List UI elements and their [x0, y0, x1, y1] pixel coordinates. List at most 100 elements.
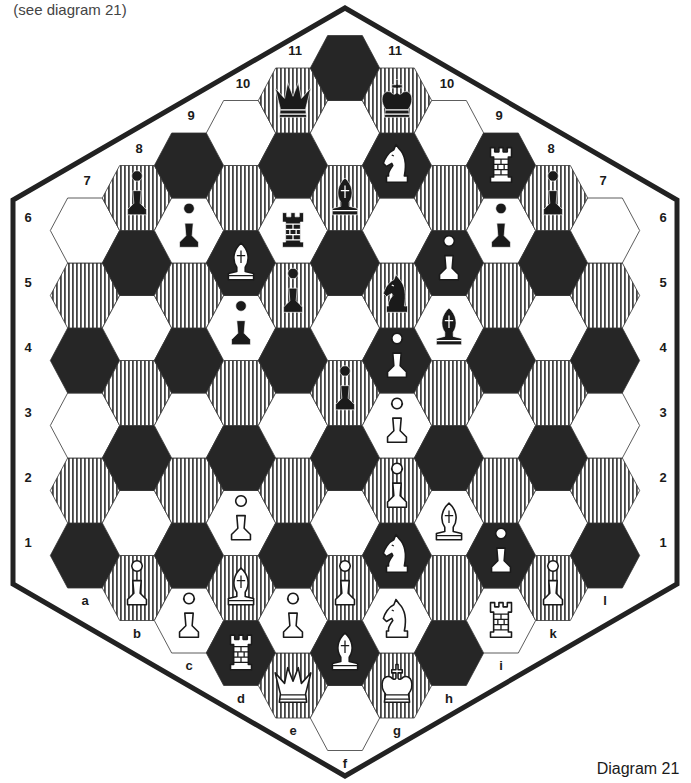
rank-number: 2 [24, 470, 31, 483]
chess-piece [382, 665, 412, 703]
piece-body [388, 398, 407, 442]
chess-piece [275, 83, 311, 118]
piece-detail [332, 640, 357, 665]
file-letter: g [393, 724, 401, 737]
chess-piece [544, 561, 563, 605]
chess-piece [284, 268, 303, 312]
piece-body [284, 268, 303, 312]
chess-piece [383, 600, 407, 638]
rank-number: 5 [24, 275, 31, 288]
chess-piece [231, 635, 252, 670]
rank-number: 11 [388, 44, 402, 57]
chess-piece [283, 213, 304, 248]
chess-piece [388, 398, 407, 442]
rank-number: 4 [24, 340, 31, 353]
file-letter: a [81, 594, 88, 607]
chess-piece [382, 80, 412, 118]
piece-body [382, 80, 412, 118]
chess-piece [336, 561, 355, 605]
board-cell [570, 393, 639, 458]
chess-piece [383, 275, 407, 313]
chess-piece [436, 503, 461, 540]
piece-body [491, 603, 512, 638]
piece-body [283, 213, 304, 248]
diagram-caption: Diagram 21 [597, 761, 680, 777]
piece-detail [279, 110, 306, 114]
board-cell [570, 458, 639, 523]
chess-piece [383, 535, 407, 573]
file-letter: i [499, 659, 503, 672]
piece-body [232, 496, 251, 540]
chess-piece [228, 568, 253, 605]
chess-piece [336, 366, 355, 410]
piece-body [440, 236, 459, 280]
board-border [13, 8, 677, 776]
rank-number: 8 [547, 141, 554, 154]
rank-number: 4 [659, 340, 666, 353]
file-letter: f [343, 756, 347, 769]
rank-number: 11 [288, 44, 302, 57]
chess-piece [388, 463, 407, 507]
board-cells [50, 36, 639, 751]
rank-number: 10 [236, 76, 250, 89]
board-cell [570, 328, 639, 393]
piece-body [336, 366, 355, 410]
piece-body [544, 561, 563, 605]
piece-body [275, 668, 311, 703]
piece-body [383, 145, 407, 183]
chess-piece [180, 203, 199, 247]
piece-body [128, 561, 147, 605]
rank-number: 9 [495, 109, 502, 122]
rank-number: 1 [659, 535, 666, 548]
chess-piece [275, 668, 311, 703]
rank-number: 9 [187, 109, 194, 122]
file-letter: e [289, 724, 296, 737]
file-letter: l [603, 594, 607, 607]
piece-body [275, 83, 311, 118]
piece-detail [228, 250, 253, 275]
chess-piece [383, 145, 407, 183]
file-letter: b [133, 626, 141, 639]
piece-body [491, 148, 512, 183]
chess-piece [491, 603, 512, 638]
chess-piece [232, 496, 251, 540]
chess-piece [388, 333, 407, 377]
rank-number: 6 [24, 210, 31, 223]
piece-detail [384, 110, 409, 114]
chess-piece [228, 243, 253, 280]
piece-body [231, 635, 252, 670]
chess-piece [491, 148, 512, 183]
piece-body [436, 308, 461, 345]
piece-body [388, 463, 407, 507]
rank-number: 3 [659, 405, 666, 418]
file-letter: d [237, 691, 245, 704]
board-cell [570, 263, 639, 328]
piece-detail [392, 155, 394, 156]
piece-body [492, 528, 511, 572]
file-letter: c [185, 659, 192, 672]
piece-detail [436, 315, 461, 340]
piece-detail [332, 185, 357, 210]
chess-piece [128, 561, 147, 605]
rank-number: 10 [440, 76, 454, 89]
piece-body [383, 535, 407, 573]
piece-detail [384, 695, 409, 699]
rank-number: 7 [599, 174, 606, 187]
chess-piece [332, 178, 357, 215]
rank-number: 2 [659, 470, 666, 483]
rank-number: 1 [24, 535, 31, 548]
piece-body [228, 243, 253, 280]
board-cell [570, 198, 639, 263]
piece-body [332, 633, 357, 670]
piece-body [544, 171, 563, 215]
chess-piece [436, 308, 461, 345]
piece-body [382, 665, 412, 703]
piece-body [228, 568, 253, 605]
piece-body [128, 171, 147, 215]
piece-detail [494, 614, 509, 630]
file-letter: k [549, 626, 556, 639]
piece-detail [392, 285, 394, 286]
piece-body [232, 301, 251, 345]
piece-body [336, 561, 355, 605]
